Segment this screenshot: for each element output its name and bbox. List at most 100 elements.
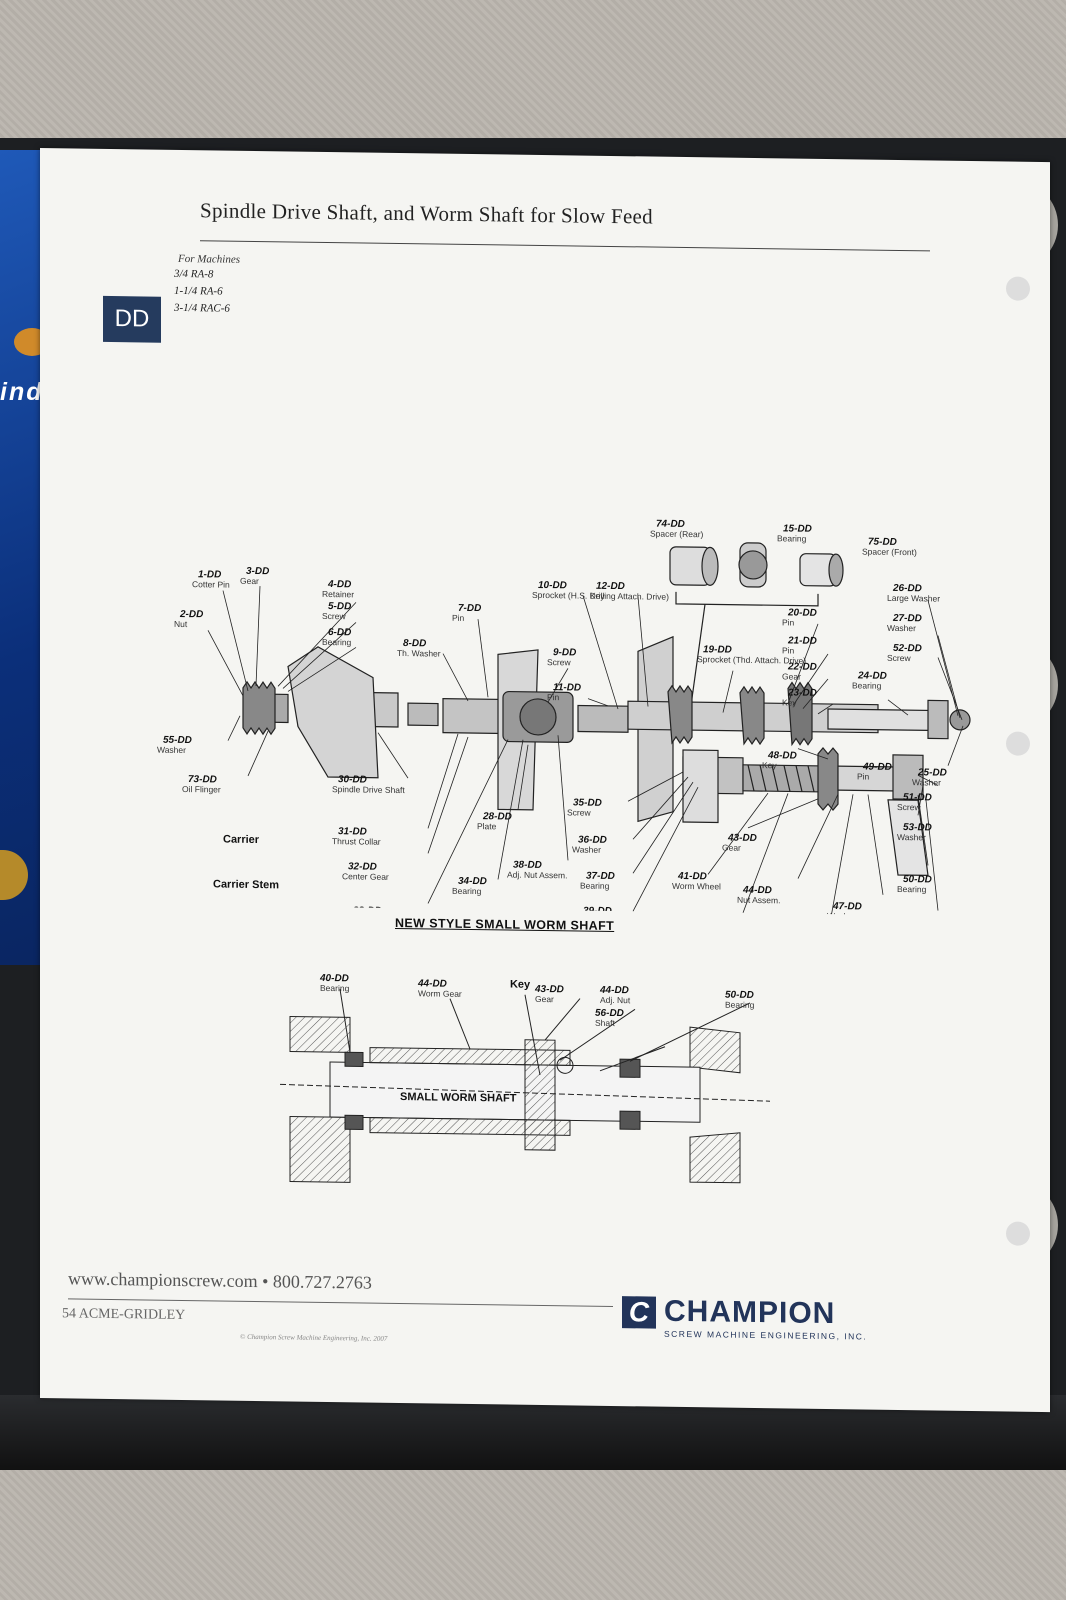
part-number: 39-DD — [583, 906, 612, 917]
machine-item: 3/4 RA-8 — [174, 267, 214, 281]
part-name: Washer — [157, 745, 186, 755]
brand-subtitle: SCREW MACHINE ENGINEERING, INC. — [664, 1328, 868, 1342]
part-number: 8-DD — [403, 638, 426, 649]
new-style-part-number: 40-DD — [319, 973, 349, 984]
part-number: 22-DD — [787, 661, 817, 672]
part-number: 35-DD — [573, 797, 602, 808]
part-number: 24-DD — [857, 670, 887, 681]
champion-logo: C CHAMPION SCREW MACHINE ENGINEERING, IN… — [622, 1294, 922, 1348]
part-number: 27-DD — [892, 613, 922, 624]
part-name: Nut — [174, 619, 188, 629]
part-number: 10-DD — [538, 580, 567, 591]
part-number: 48-DD — [767, 750, 797, 761]
part-number: 25-DD — [917, 767, 947, 778]
part-name: Thrust Collar — [332, 836, 381, 847]
machines-label: For Machines — [178, 252, 241, 266]
part-number: 9-DD — [553, 647, 576, 658]
new-style-part-name: Shaft — [595, 1018, 615, 1028]
part-name: Adj. Nut Assem. — [507, 870, 567, 881]
part-name: Center Gear — [342, 871, 389, 882]
champion-logo-mark: C — [622, 1296, 656, 1329]
part-name: Oil Flinger — [182, 784, 221, 795]
part-number: 49-DD — [862, 761, 892, 772]
part-number: 4-DD — [327, 579, 351, 590]
part-number: 36-DD — [578, 835, 607, 846]
part-name: Pin — [452, 613, 465, 623]
machines-list: 3/4 RA-8 1-1/4 RA-6 3-1/4 RAC-6 — [174, 266, 230, 318]
part-number: 3-DD — [246, 566, 269, 577]
part-name: Sleeve — [577, 915, 603, 916]
part-name: Gear — [240, 576, 259, 586]
part-number: 12-DD — [596, 581, 625, 592]
part-number: 38-DD — [513, 860, 542, 871]
part-number: 21-DD — [787, 635, 817, 646]
catalog-page: Spindle Drive Shaft, and Worm Shaft for … — [40, 148, 1050, 1413]
new-style-part-name: Worm Gear — [418, 988, 462, 999]
part-name: Sprocket (H.S. Drilling Attach. Drive) — [532, 590, 669, 602]
part-number: 5-DD — [328, 601, 351, 612]
part-number: 51-DD — [903, 792, 932, 803]
part-name: Screw — [322, 611, 346, 621]
footer-page-number: 54 ACME-GRIDLEY — [62, 1306, 186, 1324]
new-style-part-name: Bearing — [320, 983, 350, 993]
part-name: Gear Bearing — [347, 915, 398, 916]
part-name: Pin — [857, 771, 870, 781]
part-number: 1-DD — [198, 569, 221, 580]
part-name: Spindle Drive Shaft — [332, 784, 405, 795]
part-name: Screw — [887, 653, 911, 663]
part-number: 73-DD — [188, 774, 217, 785]
new-style-part-number: 43-DD — [534, 984, 564, 995]
part-name: Key — [762, 760, 777, 770]
label-carrier: Carrier — [223, 834, 260, 847]
part-number: 55-DD — [163, 735, 192, 746]
part-name: Screw — [567, 807, 591, 817]
part-name: Washer — [827, 911, 856, 917]
part-name: Pin — [547, 692, 560, 702]
part-number: 34-DD — [458, 876, 487, 887]
part-number: 32-DD — [348, 861, 377, 872]
new-style-part-name: Gear — [535, 994, 554, 1004]
part-number: 43-DD — [727, 833, 757, 844]
part-name: Washer — [887, 623, 916, 633]
part-number: 41-DD — [677, 871, 707, 882]
part-number: 2-DD — [179, 609, 203, 620]
part-number: 54-DD — [903, 915, 932, 916]
brand-name: CHAMPION — [664, 1294, 836, 1331]
part-number: 50-DD — [903, 874, 932, 885]
part-number: 30-DD — [338, 774, 367, 785]
part-label: 39-DDSleeve — [577, 906, 612, 917]
part-name: Gear — [722, 843, 741, 853]
gear-icon — [0, 850, 28, 900]
new-style-part-number: 50-DD — [725, 990, 754, 1001]
part-name: Gear — [782, 671, 801, 681]
part-name: Cotter Pin — [192, 579, 230, 590]
